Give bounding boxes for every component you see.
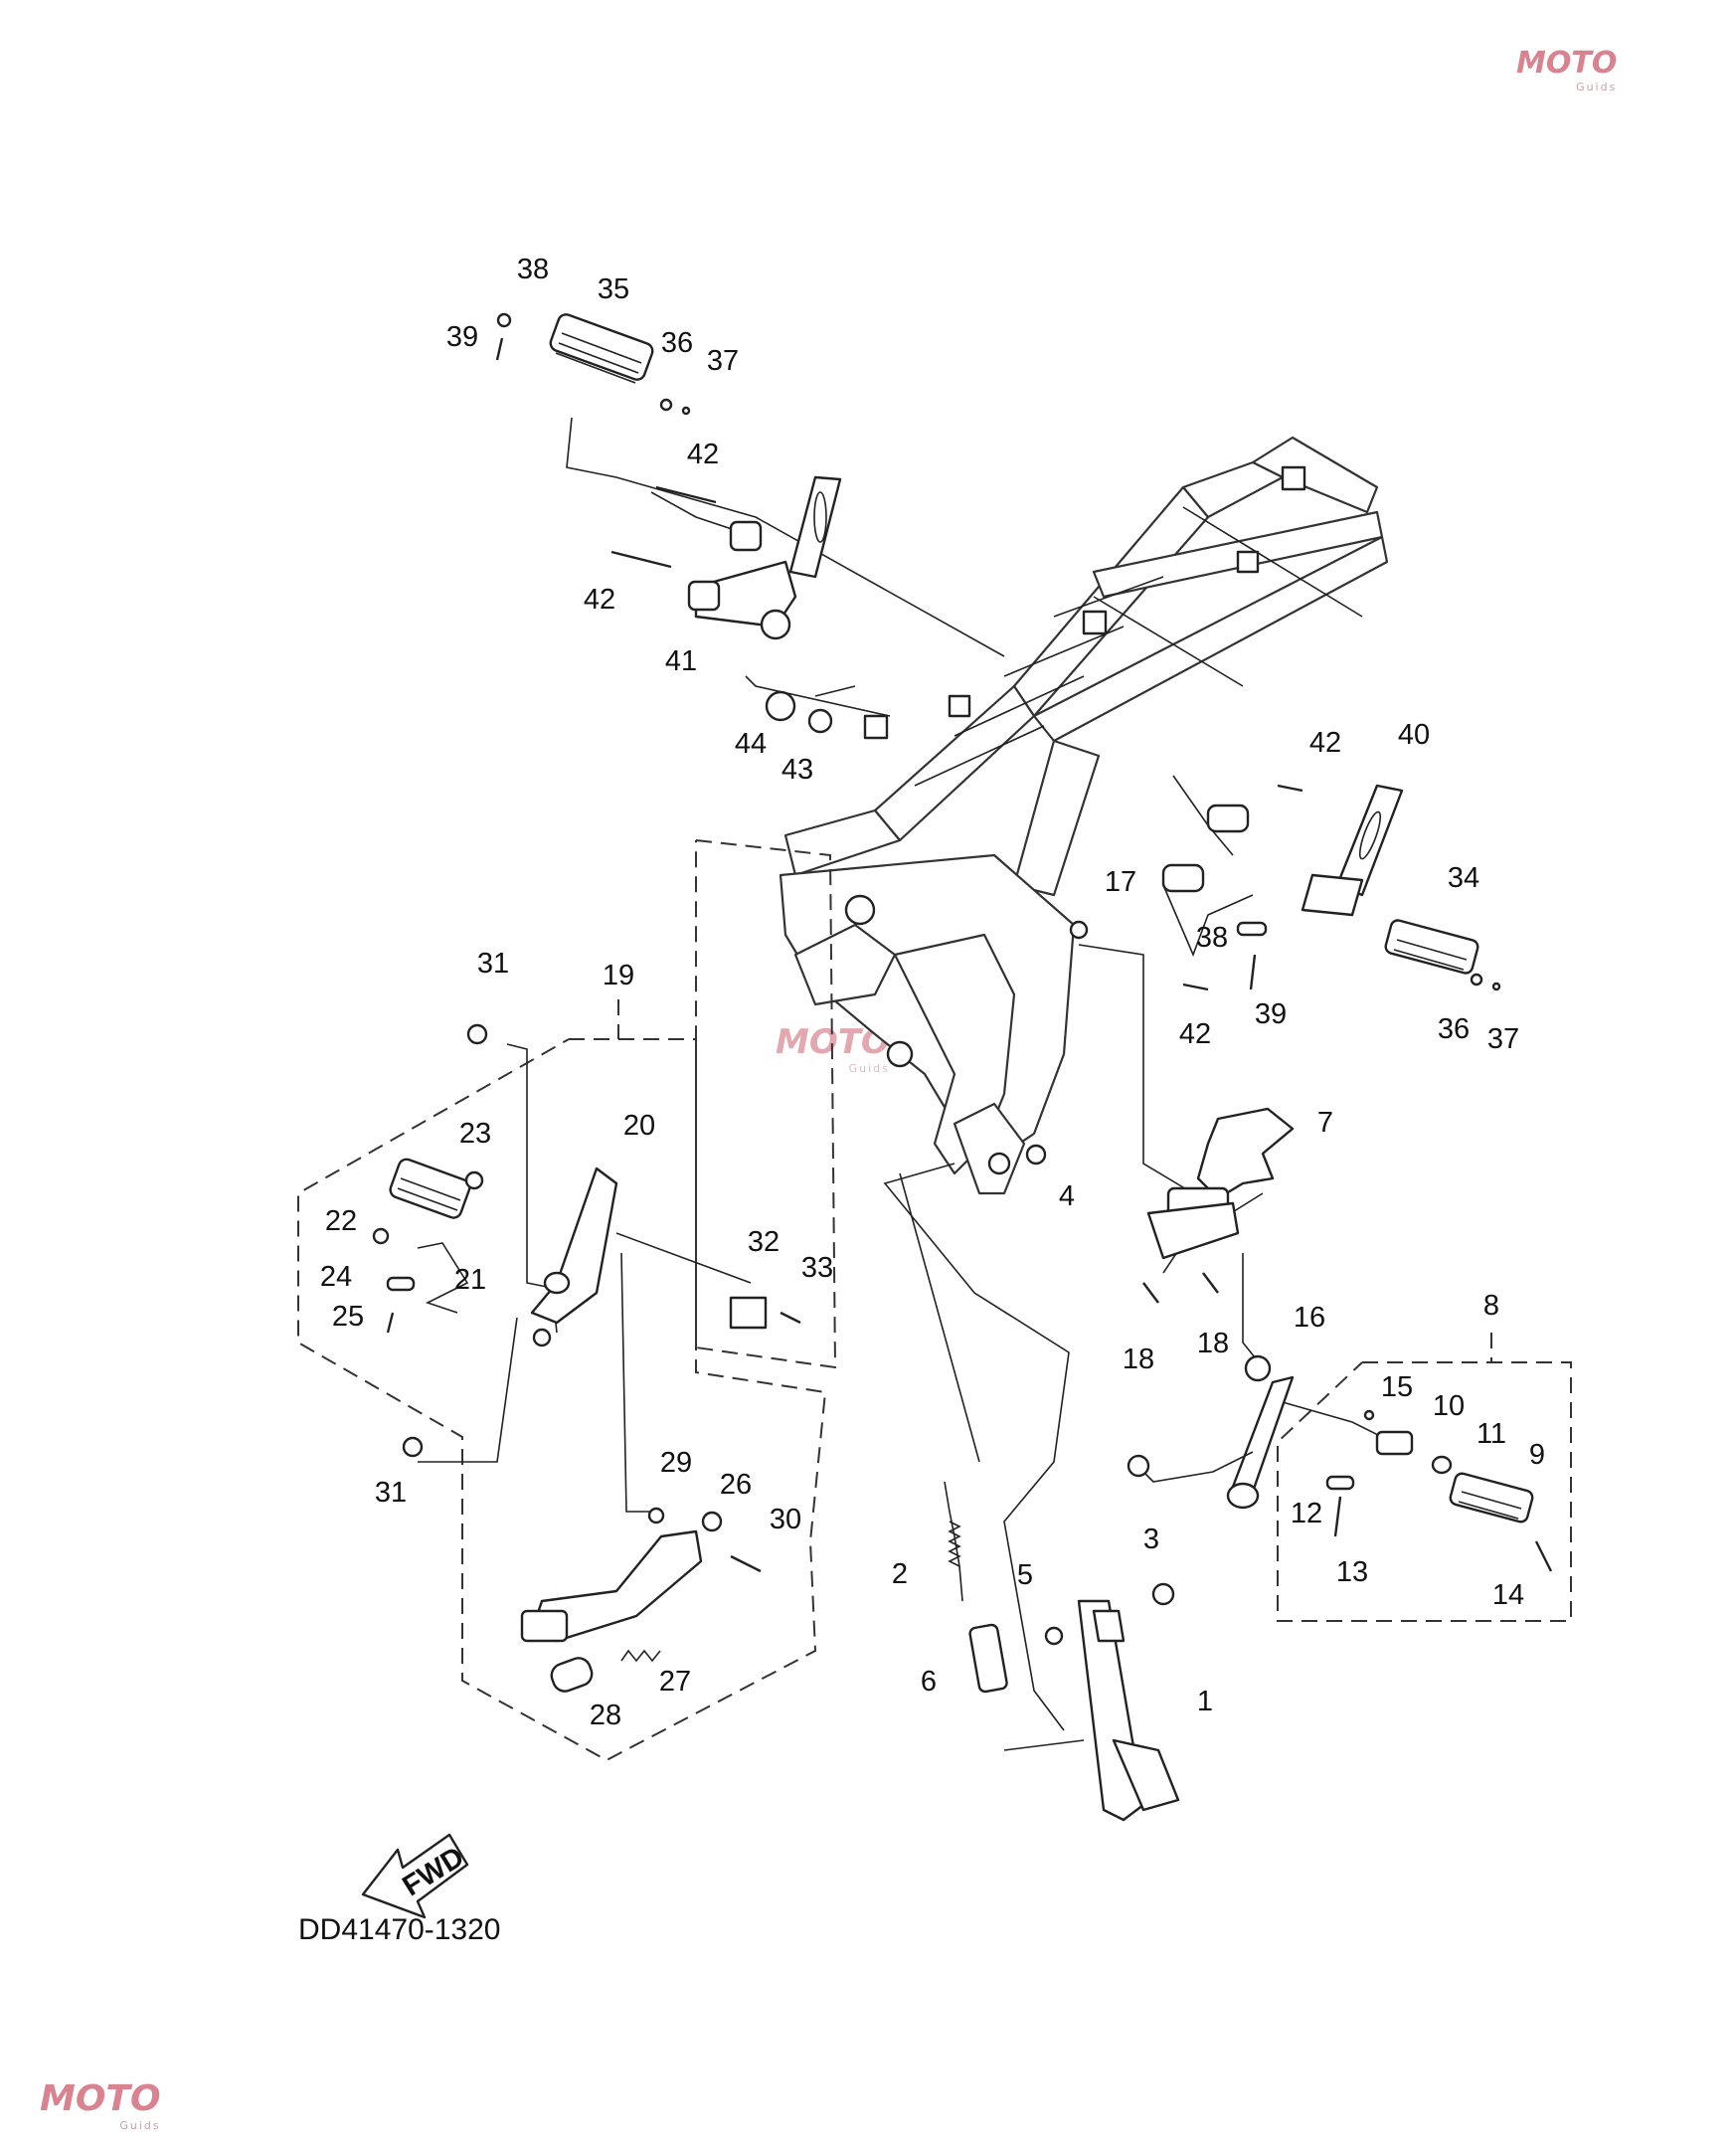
front-footrest-left xyxy=(372,1023,801,1458)
part-callout-c29: 29 xyxy=(660,1447,692,1479)
part-callout-c15: 15 xyxy=(1381,1371,1413,1403)
watermark-sub: Guids xyxy=(119,2119,161,2132)
front-footrest-right xyxy=(1025,1107,1295,1304)
part-callout-c8: 8 xyxy=(1483,1290,1499,1322)
part-callout-c10: 10 xyxy=(1433,1390,1465,1422)
watermark-sub: Guids xyxy=(848,1062,890,1075)
side-stand xyxy=(944,1481,1180,1822)
fwd-arrow-icon: FWD xyxy=(361,1833,469,1919)
part-callout-c41: 41 xyxy=(665,645,697,677)
part-callout-c39b: 39 xyxy=(1255,998,1287,1030)
part-callout-c27: 27 xyxy=(659,1666,691,1698)
part-callout-c36b: 36 xyxy=(1438,1013,1470,1045)
part-callout-c18b: 18 xyxy=(1197,1328,1229,1359)
part-callout-c42c: 42 xyxy=(1309,727,1341,759)
part-callout-c2: 2 xyxy=(892,1558,908,1590)
part-callout-c25: 25 xyxy=(332,1301,364,1333)
part-callout-c43: 43 xyxy=(781,754,813,786)
part-callout-c13: 13 xyxy=(1336,1556,1368,1588)
brake-pedal xyxy=(520,1507,762,1693)
part-callout-c33: 33 xyxy=(801,1252,833,1284)
watermark-sub: Guids xyxy=(1576,81,1618,93)
part-callout-c38: 38 xyxy=(517,254,549,285)
part-callout-c32: 32 xyxy=(748,1226,780,1258)
part-callout-c17: 17 xyxy=(1105,866,1136,898)
part-callout-c4: 4 xyxy=(1059,1180,1075,1212)
part-callout-c12: 12 xyxy=(1291,1498,1322,1529)
part-callout-c11: 11 xyxy=(1476,1418,1506,1450)
part-callout-c18: 18 xyxy=(1123,1344,1154,1375)
part-callout-c20: 20 xyxy=(623,1110,655,1142)
rear-footrest-left xyxy=(495,312,842,734)
part-callout-c37: 37 xyxy=(707,345,739,377)
part-callout-c28: 28 xyxy=(590,1700,621,1731)
diagram-code: DD41470-1320 xyxy=(298,1913,500,1946)
part-callout-c31: 31 xyxy=(477,948,509,980)
part-callout-c39: 39 xyxy=(446,321,478,353)
watermark-logo-top: MOTO Guids xyxy=(1516,46,1617,93)
part-callout-c40: 40 xyxy=(1398,719,1430,751)
rear-footrest-right xyxy=(1069,784,1501,991)
part-callout-c31b: 31 xyxy=(375,1477,407,1509)
part-callout-c42b: 42 xyxy=(584,584,615,616)
part-callout-c34: 34 xyxy=(1448,862,1479,894)
part-callout-c30: 30 xyxy=(770,1504,801,1535)
assembly-boxes xyxy=(297,839,1572,1762)
part-callout-c22: 22 xyxy=(325,1205,357,1237)
part-callout-c24: 24 xyxy=(320,1261,352,1293)
part-callout-c35: 35 xyxy=(598,273,629,305)
part-callout-c9: 9 xyxy=(1529,1439,1545,1471)
watermark-logo-bottom: MOTO Guids xyxy=(40,2078,161,2132)
part-callout-c36: 36 xyxy=(661,327,693,359)
part-callout-c14: 14 xyxy=(1492,1579,1524,1611)
part-callout-c37b: 37 xyxy=(1487,1023,1519,1055)
part-callout-c44: 44 xyxy=(735,728,767,760)
part-callout-c19: 19 xyxy=(603,960,634,991)
part-callout-c23: 23 xyxy=(459,1118,491,1150)
part-callout-c42d: 42 xyxy=(1179,1018,1211,1050)
part-callout-c38b: 38 xyxy=(1196,922,1228,954)
part-callout-c42: 42 xyxy=(687,439,719,470)
part-callout-c1: 1 xyxy=(1197,1686,1213,1717)
part-callout-c26: 26 xyxy=(720,1469,752,1501)
frame-assembly xyxy=(779,436,1389,1195)
part-callout-c7: 7 xyxy=(1317,1107,1333,1139)
part-callout-c5: 5 xyxy=(1017,1559,1033,1591)
shift-pedal-assembly xyxy=(1127,1354,1553,1572)
part-callout-c3: 3 xyxy=(1143,1524,1159,1555)
part-callout-c16: 16 xyxy=(1294,1302,1325,1334)
watermark-brand: MOTO xyxy=(1516,46,1618,81)
part-callout-c21: 21 xyxy=(454,1264,486,1296)
watermark-brand: MOTO xyxy=(40,2078,161,2119)
part-callout-c6: 6 xyxy=(921,1666,937,1698)
